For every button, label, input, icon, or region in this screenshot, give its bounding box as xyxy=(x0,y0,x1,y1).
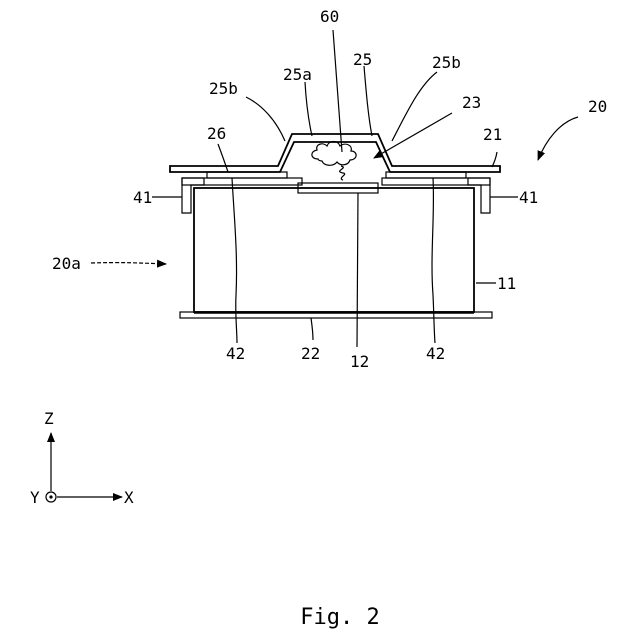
label-42-right: 42 xyxy=(426,344,445,363)
gas-swirl xyxy=(340,166,345,180)
side-cover-left xyxy=(182,178,204,213)
axis-y-label: Y xyxy=(30,488,40,507)
label-20a: 20a xyxy=(52,254,81,273)
label-25: 25 xyxy=(353,50,372,69)
label-25b-left: 25b xyxy=(209,79,238,98)
axis-x-label: X xyxy=(124,488,134,507)
label-23: 23 xyxy=(462,93,481,112)
label-42-left: 42 xyxy=(226,344,245,363)
label-26: 26 xyxy=(207,124,226,143)
label-12: 12 xyxy=(350,352,369,371)
label-11: 11 xyxy=(497,274,516,293)
label-60: 60 xyxy=(320,7,339,26)
side-cover-right xyxy=(468,178,490,213)
cover-top-right xyxy=(382,178,490,185)
label-41-left: 41 xyxy=(133,188,152,207)
label-22: 22 xyxy=(301,344,320,363)
label-41-right: 41 xyxy=(519,188,538,207)
label-25a: 25a xyxy=(283,65,312,84)
figure-caption: Fig. 2 xyxy=(300,605,379,630)
label-25b-right: 25b xyxy=(432,53,461,72)
cover-top-left xyxy=(182,178,302,185)
label-20: 20 xyxy=(588,97,607,116)
gas-cloud xyxy=(312,142,356,166)
label-21: 21 xyxy=(483,125,502,144)
axis-z-label: Z xyxy=(44,409,54,428)
